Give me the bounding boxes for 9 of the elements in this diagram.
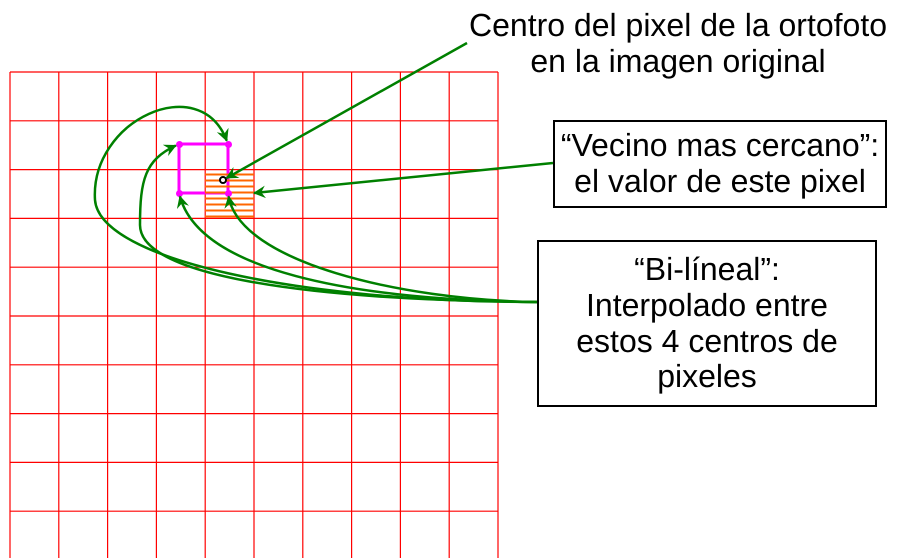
hatched-pixel <box>205 173 254 218</box>
arrow <box>226 42 468 180</box>
text-box: “Bi-líneal”: Interpolado entre estos 4 centros de pixeles <box>537 240 877 407</box>
text-box: “Vecino mas cercano”: el valor de este pixel <box>553 120 887 208</box>
corner-point <box>176 140 182 148</box>
corner-point <box>176 190 182 196</box>
arrow <box>252 162 554 198</box>
corner-point <box>224 140 232 148</box>
callout-text: Centro del pixel de la ortofoto en la imagen original <box>458 6 898 82</box>
